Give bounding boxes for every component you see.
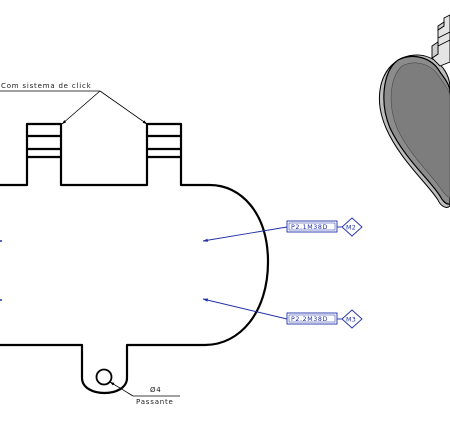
click-leader-left (61, 90, 101, 125)
callout-p22: P2.2M38D M3 (202, 298, 363, 329)
callout-2-leader (202, 298, 288, 320)
callout-1-diamond (341, 217, 363, 237)
hole-leader (109, 381, 134, 397)
through-hole (95, 368, 113, 386)
callout-1-marker: M2 (346, 225, 356, 232)
callout-2-box (286, 312, 338, 325)
callout-1-code: P2.1M38D (291, 224, 328, 231)
callout-2-marker: M3 (346, 317, 356, 324)
clip-tab (431, 14, 450, 67)
callout-2-diamond (341, 309, 363, 329)
heart-lip (390, 62, 450, 199)
click-leader-right (99, 90, 148, 125)
callout-2-code: P2.2M38D (291, 316, 328, 323)
body-outline (0, 122, 270, 395)
isometric-heart-view (379, 14, 450, 208)
click-system-note: Com sistema de click (1, 82, 92, 90)
callout-1-box (286, 220, 338, 233)
hole-note: Passante (136, 398, 174, 406)
callout-1-leader (202, 226, 288, 242)
diameter-note: Ø4 (150, 386, 162, 394)
callout-p21: P2.1M38D M2 (202, 217, 363, 242)
part-outline-view (0, 122, 270, 395)
